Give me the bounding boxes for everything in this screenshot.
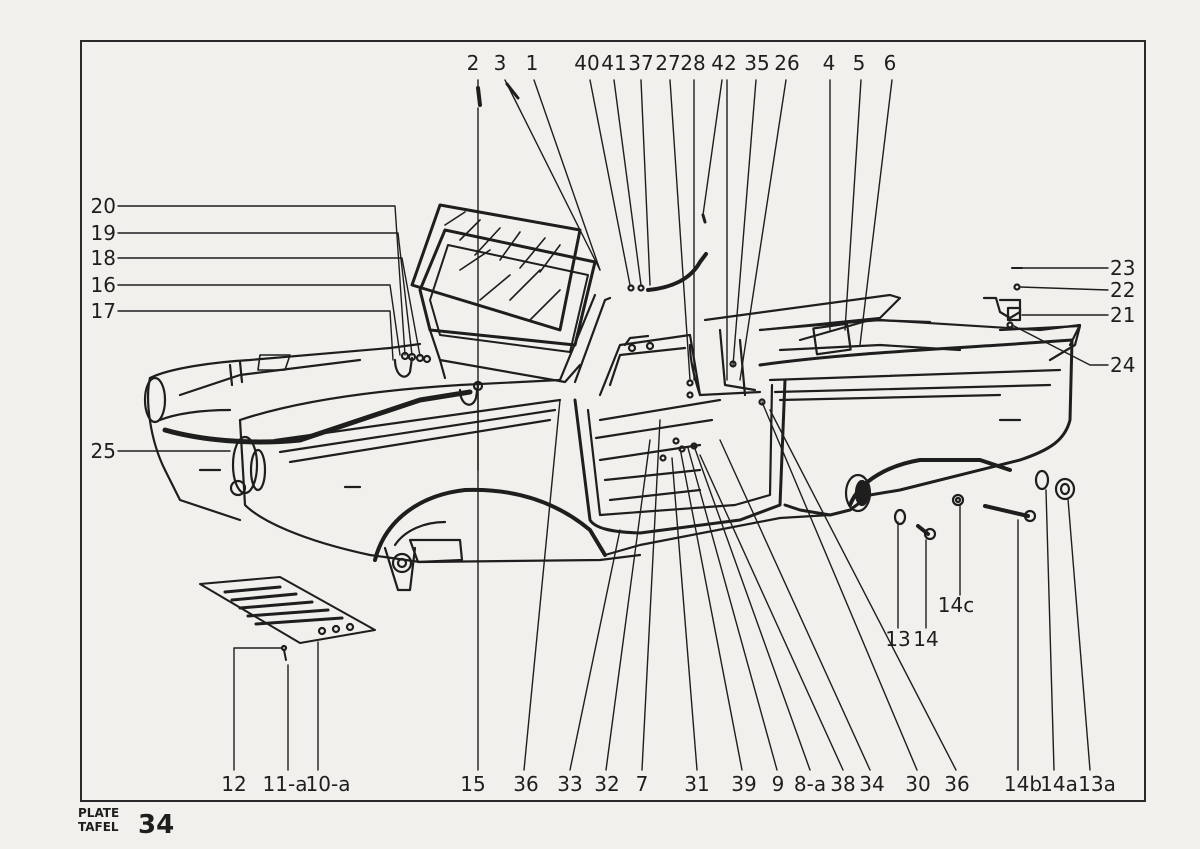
callout-left: 19 [91,221,116,245]
callout-bottom: 10-a [306,772,351,796]
callout-top: 28 [680,51,705,75]
loose-parts [199,82,1076,661]
callout-top: 26 [774,51,799,75]
callout-bottom: 33 [557,772,582,796]
callout-top: 4 [823,51,836,75]
callout-middle-right: 13 [885,627,910,651]
callout-top: 5 [853,51,866,75]
callout-top: 27 [655,51,680,75]
callout-bottom: 36 [944,772,969,796]
callout-top: 37 [628,51,653,75]
callout-right: 22 [1110,278,1135,302]
callout-bottom: 9 [772,772,785,796]
callout-top: 6 [884,51,897,75]
callout-bottom: 34 [859,772,884,796]
callout-bottom: 8-a [794,772,826,796]
callout-bottom: 7 [636,772,649,796]
plate-label-en: PLATE [78,806,120,820]
callout-bottom: 11-a [263,772,308,796]
callout-bottom: 38 [830,772,855,796]
callout-top: 1 [526,51,539,75]
callout-bottom: 14a [1040,772,1078,796]
callout-bottom: 15 [460,772,485,796]
car-body-outline [143,293,1082,592]
callout-left: 17 [91,299,116,323]
callout-left: 18 [91,246,116,270]
callout-right: 24 [1110,353,1135,377]
callout-top: 41 [601,51,626,75]
callout-bottom: 13a [1078,772,1116,796]
callout-top: 40 [574,51,599,75]
callout-bottom: 39 [731,772,756,796]
drawing-frame [80,40,1146,802]
callout-left: 16 [91,273,116,297]
callout-left: 25 [91,439,116,463]
plate-label-de: TAFEL [78,820,119,834]
callout-right: 21 [1110,303,1135,327]
callout-bottom: 32 [594,772,619,796]
callout-top: 3 [494,51,507,75]
callout-bottom: 31 [684,772,709,796]
callout-bottom: 36 [513,772,538,796]
callout-middle-right: 14 [913,627,938,651]
callout-right: 23 [1110,256,1135,280]
callout-top: 2 [467,51,480,75]
callout-bottom: 12 [221,772,246,796]
callout-left: 20 [91,194,116,218]
callout-top: 35 [744,51,769,75]
plate-label: PLATE TAFEL 34 [78,806,258,846]
callout-middle-right: 14c [938,593,974,617]
callout-labels: 2 3 1 40 41 37 27 28 42 35 26 4 5 6 20 1… [91,51,1136,796]
plate-number: 34 [138,810,175,840]
callout-top: 42 [711,51,736,75]
callout-bottom: 14b [1004,772,1042,796]
callout-bottom: 30 [905,772,930,796]
leader-lines [117,79,1109,771]
plate-label-words: PLATE TAFEL [78,806,119,834]
hood-hardware [228,351,484,406]
